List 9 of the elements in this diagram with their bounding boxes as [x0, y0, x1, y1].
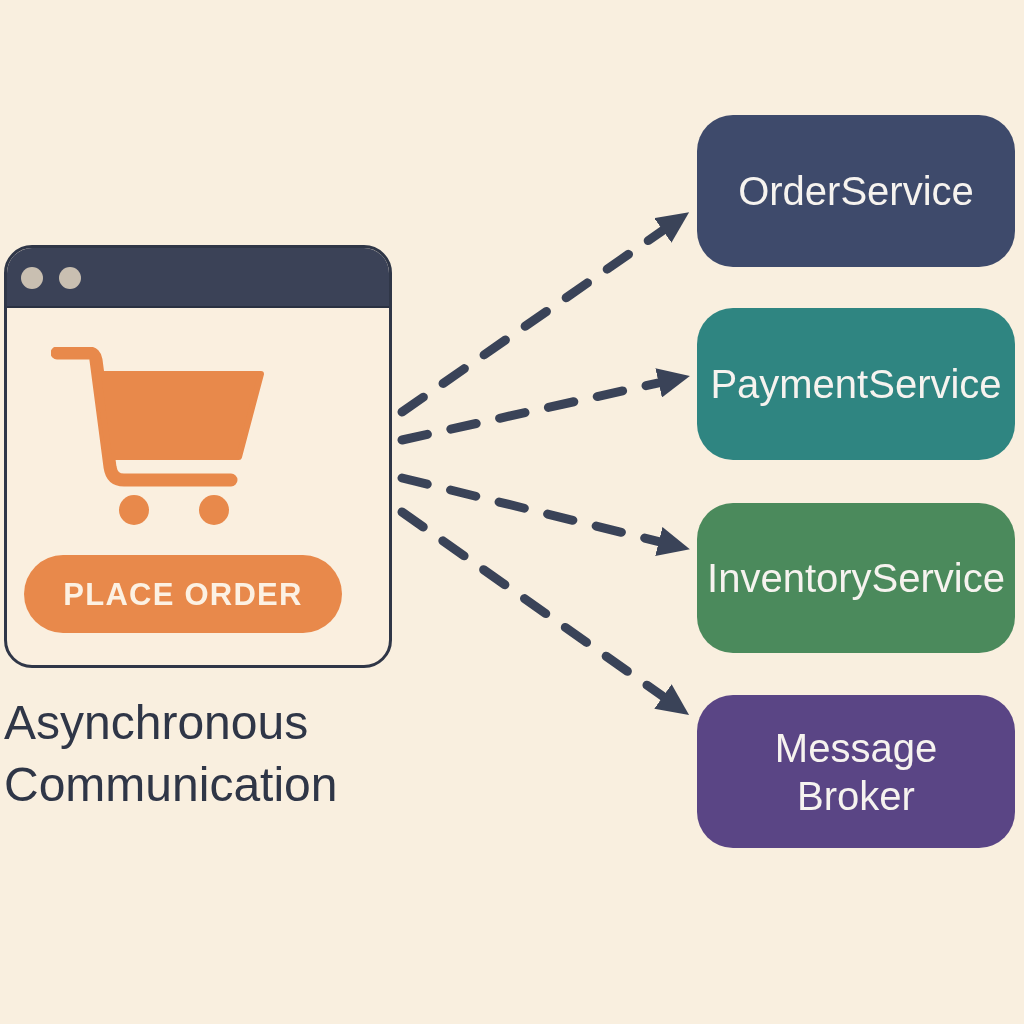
dashed-arrow — [397, 473, 690, 557]
window-label: Asynchronous Communication — [4, 695, 339, 813]
service-box: Message Broker — [697, 695, 1015, 848]
service-box: OrderService — [697, 115, 1015, 267]
dashed-arrow — [397, 368, 690, 445]
service-box: InventoryService — [697, 503, 1015, 653]
service-box: PaymentService — [697, 308, 1015, 460]
browser-window — [4, 245, 392, 668]
place-order-button: PLACE ORDER — [24, 555, 342, 633]
